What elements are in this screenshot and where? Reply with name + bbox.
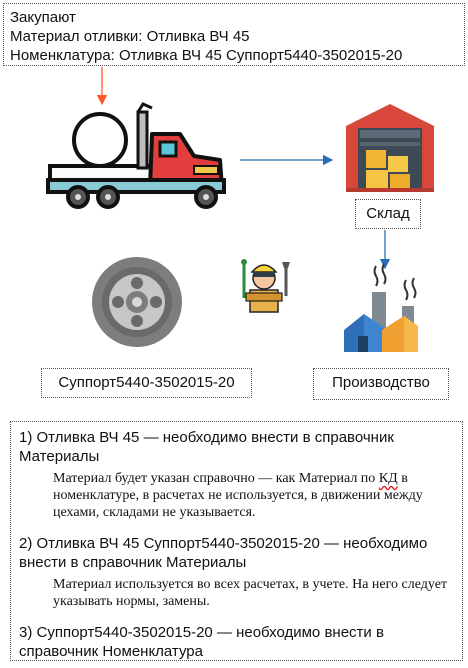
purchase-note-line-3: Номенклатура: Отливка ВЧ 45 Суппорт5440-… [10,47,403,64]
wheel-part-icon [92,257,182,347]
step-2-title: 2) Отливка ВЧ 45 Суппорт5440-3502015-20 … [19,535,428,571]
factory-icon [344,263,418,352]
step-1-note-text: Материал будет указан справочно — как Ма… [53,471,379,486]
purchase-note-line-1: Закупают [10,9,76,26]
step-3: 3) Суппорт5440-3502015-20 — необходимо в… [19,623,456,661]
step-3-title: 3) Суппорт5440-3502015-20 — необходимо в… [19,624,384,660]
product-label: Суппорт5440-3502015-20 [41,368,252,398]
step-2-note: Материал используется во всех расчетах, … [53,577,448,609]
step-1-note-abbr: КД [378,471,398,486]
step-2: 2) Отливка ВЧ 45 Суппорт5440-3502015-20 … [19,534,456,610]
step-1-title: 1) Отливка ВЧ 45 — необходимо внести в с… [19,429,394,465]
warehouse-icon [346,104,434,192]
production-label: Производство [313,368,449,400]
worker-icon [241,259,290,313]
step-1: 1) Отливка ВЧ 45 — необходимо внести в с… [19,428,456,521]
warehouse-label: Склад [355,199,421,229]
step-1-note: Материал будет указан справочно — как Ма… [53,470,456,521]
step-1-note-text-end: в номенклатуре, в расчетах не использует… [53,471,423,520]
truck-with-pipe-icon [46,102,226,209]
steps-note: 1) Отливка ВЧ 45 — необходимо внести в с… [10,421,463,661]
purchase-note-line-2: Материал отливки: Отливка ВЧ 45 [10,28,250,45]
purchase-note: Закупают Материал отливки: Отливка ВЧ 45… [3,3,465,66]
